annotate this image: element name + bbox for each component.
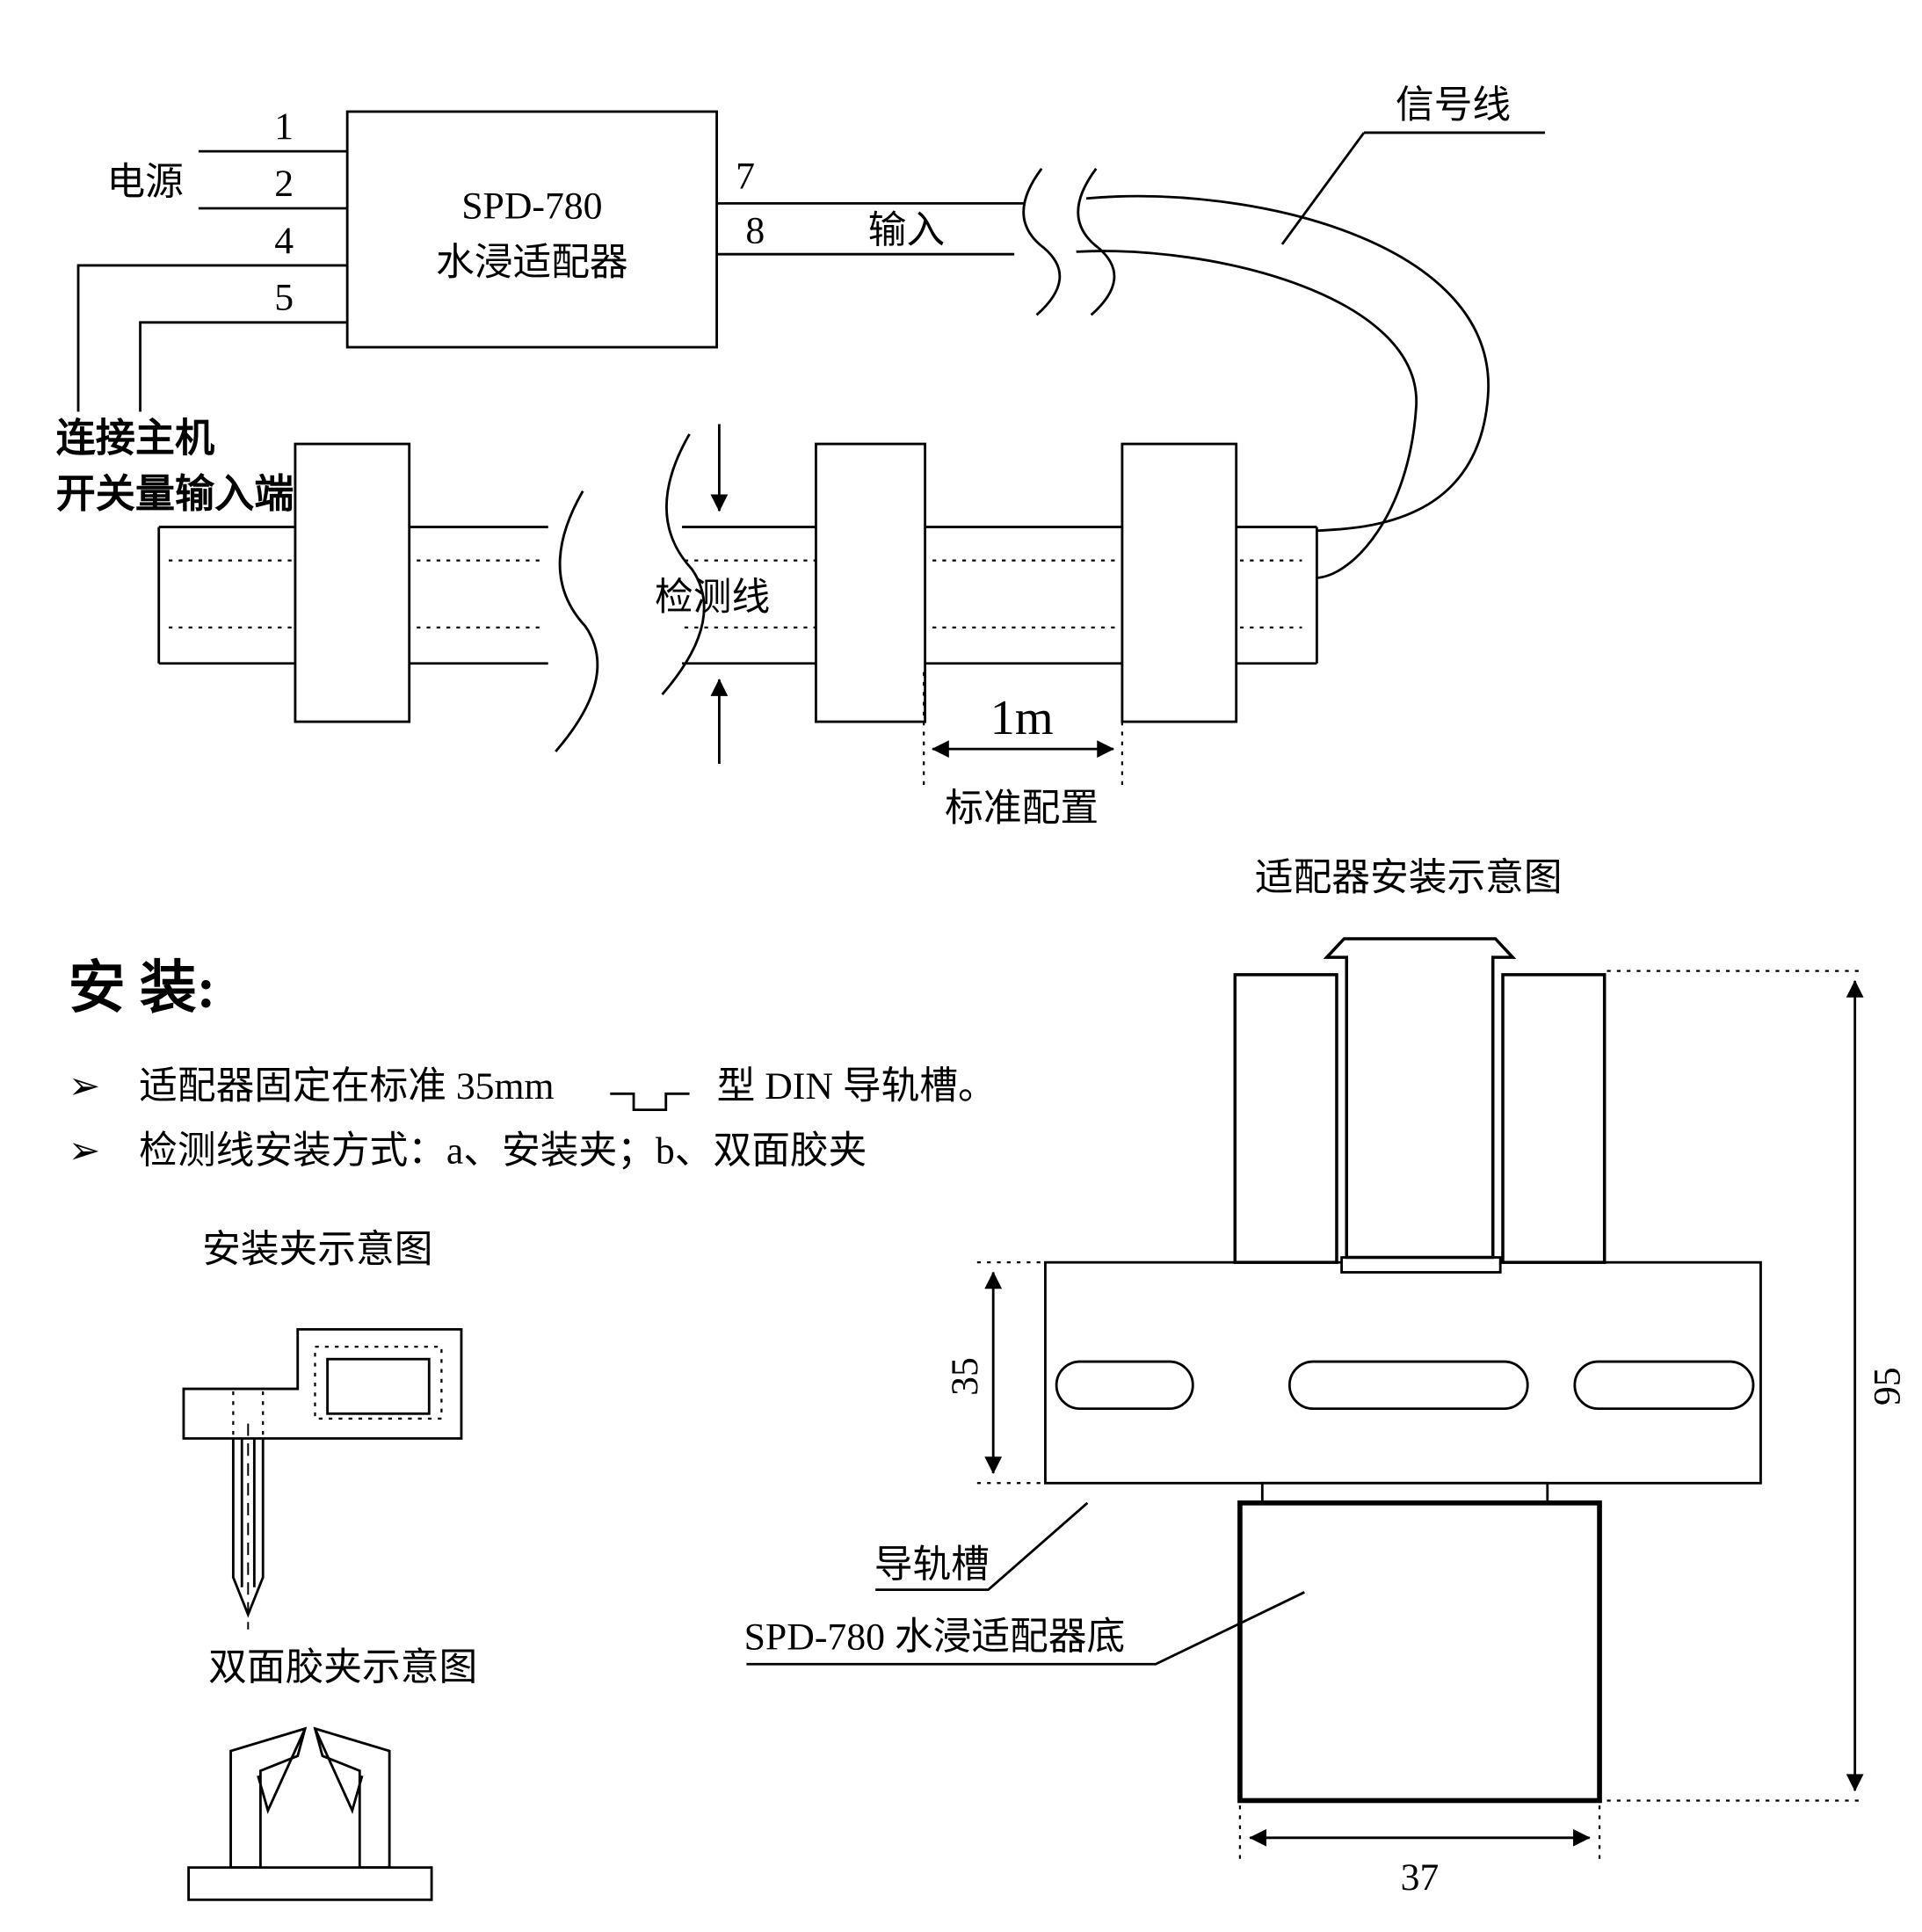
sensor-cable-label: 检测线 xyxy=(655,577,770,619)
wiring-diagram: SPD-780 水浸适配器 1 2 4 5 电源 连接主机 开关量输入端 7 8… xyxy=(56,84,1545,579)
signal-wire-inner-curve xyxy=(1076,250,1418,579)
bullet-1-text-before-symbol: 适配器固定在标准 35mm xyxy=(139,1065,554,1108)
terminal-5-label: 5 xyxy=(274,277,294,319)
adhesive-left-barb xyxy=(257,1728,307,1814)
rail-label-leader-line xyxy=(875,1501,1089,1592)
signal-label-leader-line xyxy=(1280,132,1366,245)
mounting-diagram-title: 适配器安装示意图 xyxy=(1255,857,1563,899)
input-label: 输入 xyxy=(868,210,945,252)
adapter-top-foot xyxy=(1340,1256,1502,1274)
cable-clamp-2 xyxy=(815,442,926,723)
rail-slot-1 xyxy=(1055,1360,1194,1411)
adhesive-clip-figure: 双面胶夹示意图 xyxy=(187,1647,477,1901)
cable-break-mark-right xyxy=(661,433,706,695)
cable-clamp-3 xyxy=(1121,442,1238,723)
rail-slot-2 xyxy=(1287,1360,1529,1411)
adapter-top-right-block xyxy=(1501,973,1607,1264)
clip-figure-caption: 安装夹示意图 xyxy=(202,1229,432,1271)
installation-notes: 安 装: ➢ 适配器固定在标准 35mm 型 DIN 导轨槽。 ➢ 检测线安装方… xyxy=(69,957,997,1173)
adapter-box xyxy=(345,110,718,349)
bullet-1-text-after-symbol: 型 DIN 导轨槽。 xyxy=(717,1065,997,1108)
signal-break-mark-right xyxy=(1077,168,1116,316)
adhesive-base-plate xyxy=(187,1866,433,1901)
host-label-line2: 开关量输入端 xyxy=(56,472,294,516)
mounting-clip-figure: 安装夹示意图 xyxy=(182,1229,463,1630)
terminal-1-label: 1 xyxy=(274,105,294,148)
adapter-mounting-diagram: 适配器安装示意图 35 95 37 导轨槽 SPD-780 水浸适配器底 xyxy=(744,857,1909,1899)
sensor-cable-diagram: 检测线 1m 标准配置 xyxy=(157,424,1318,830)
terminal-8-label: 8 xyxy=(745,210,765,252)
cable-break-mark-left xyxy=(555,490,599,752)
adhesive-right-wing xyxy=(313,1726,391,1870)
adapter-model-label: SPD-780 xyxy=(461,185,602,227)
spacing-caption: 标准配置 xyxy=(945,788,1099,830)
clip-hidden-slot-dotted xyxy=(314,1345,443,1420)
dim-95-label: 95 xyxy=(1866,1367,1908,1405)
rail-slot-3 xyxy=(1573,1360,1755,1411)
terminal-4-label: 4 xyxy=(274,220,294,262)
dim-35-label: 35 xyxy=(944,1357,986,1396)
terminal-2-label: 2 xyxy=(274,163,294,205)
signal-break-mark-left xyxy=(1022,168,1062,316)
dim-35-extension-lines xyxy=(976,1261,1049,1485)
power-label: 电源 xyxy=(106,161,183,203)
clip-pin-hole-dotted xyxy=(232,1391,265,1436)
adapter-name-label: 水浸适配器 xyxy=(436,242,628,284)
adapter-base-leader-line xyxy=(746,1591,1305,1666)
wire-terminal-5 xyxy=(139,321,348,412)
adapter-top-left-block xyxy=(1233,973,1338,1264)
clip-body-outline xyxy=(182,1327,463,1440)
adapter-bottom-body xyxy=(1237,1500,1602,1804)
bullet-2-text: 检测线安装方式：a、安装夹；b、双面胶夹 xyxy=(139,1129,867,1172)
adapter-base-label: SPD-780 水浸适配器底 xyxy=(744,1616,1126,1658)
dim-37-label: 37 xyxy=(1401,1856,1440,1899)
cable-clamp-1 xyxy=(294,442,411,723)
dim-37-extension-lines xyxy=(1238,1805,1601,1863)
din-rail-profile-icon xyxy=(610,1092,690,1112)
bullet-2-marker-icon: ➢ xyxy=(69,1129,101,1172)
spacing-dimension-label: 1m xyxy=(990,691,1054,745)
dim-95-extension-lines xyxy=(1607,970,1865,1802)
adhesive-left-wing xyxy=(229,1726,308,1870)
rail-label: 导轨槽 xyxy=(874,1544,990,1587)
signal-wire-label: 信号线 xyxy=(1396,84,1511,127)
clip-pin-inner-lines xyxy=(240,1438,256,1587)
bullet-1-marker-icon: ➢ xyxy=(69,1065,101,1108)
host-label-line1: 连接主机 xyxy=(56,417,215,461)
din-rail-body xyxy=(1044,1260,1762,1485)
terminal-7-label: 7 xyxy=(736,155,755,197)
adhesive-figure-caption: 双面胶夹示意图 xyxy=(208,1647,477,1689)
signal-wire-outer-curve xyxy=(1085,194,1490,533)
adapter-bottom-foot xyxy=(1260,1481,1549,1505)
installation-heading: 安 装: xyxy=(69,957,216,1020)
adapter-top-center-column xyxy=(1323,937,1517,1260)
wire-terminal-4 xyxy=(76,264,348,412)
adhesive-right-barb xyxy=(314,1728,364,1814)
clip-slot-inner xyxy=(326,1357,431,1415)
